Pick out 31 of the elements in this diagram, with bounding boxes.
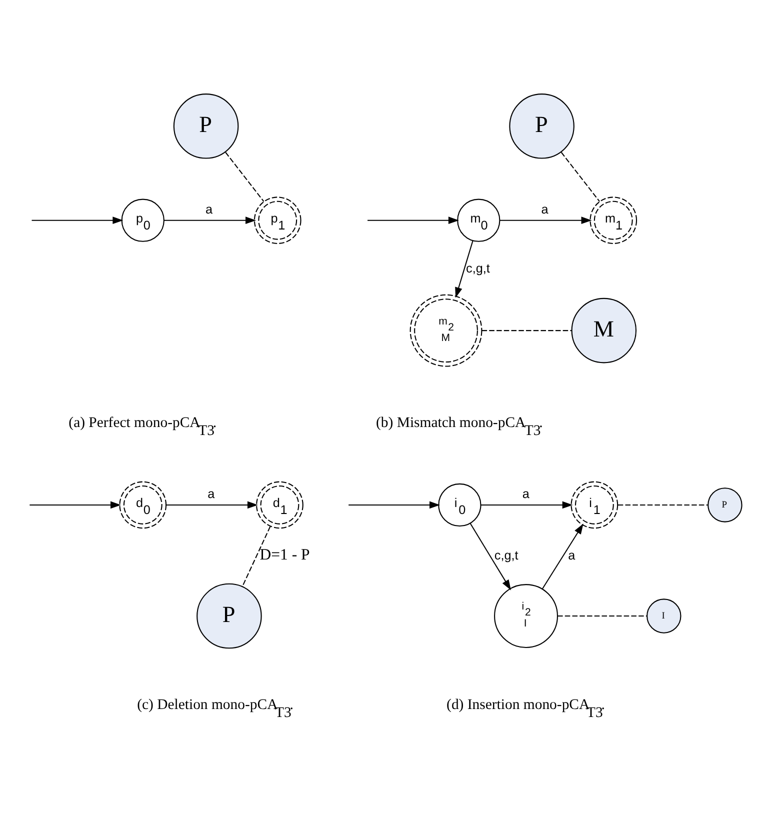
edge-label: a [541, 202, 548, 217]
connector [558, 615, 647, 617]
arrow [480, 501, 573, 509]
edge-label: a [206, 202, 213, 217]
node-circle: P [196, 583, 262, 649]
connector [482, 330, 572, 332]
connector [242, 526, 271, 587]
edge-label: D=1 - P [260, 546, 310, 564]
arrow [470, 523, 512, 590]
edge-label: a [568, 548, 576, 562]
connector [560, 152, 600, 202]
edge-label: a [208, 487, 215, 502]
arrow [455, 240, 474, 298]
edge-label: c,g,t [494, 548, 518, 562]
connector [225, 152, 264, 202]
arrow [32, 216, 124, 224]
arrow [500, 216, 592, 224]
node-circle: I [646, 598, 682, 634]
node-circle: P [708, 488, 742, 522]
arrow [542, 524, 584, 590]
arrow [348, 501, 440, 509]
arrow [166, 501, 258, 509]
edge-label: c,g,t [466, 262, 490, 276]
node-circle: M [571, 298, 637, 364]
node-circle: P [173, 94, 239, 159]
arrow [164, 216, 256, 224]
edge-label: a [522, 487, 530, 502]
connector [618, 504, 708, 506]
arrow [368, 216, 459, 224]
arrow [30, 501, 122, 509]
node-circle: P [509, 94, 574, 159]
